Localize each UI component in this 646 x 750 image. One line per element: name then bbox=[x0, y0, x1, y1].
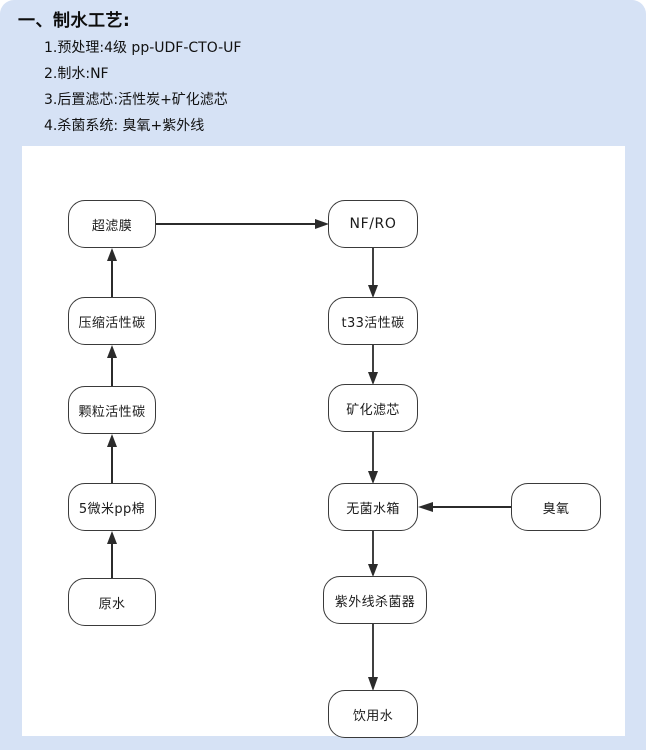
edge-uv-to-drinking bbox=[367, 624, 379, 691]
node-udf-label: 颗粒活性碳 bbox=[78, 404, 146, 420]
spec-item-2: 2.制水:NF bbox=[44, 66, 109, 82]
node-ozone[interactable]: 臭氧 bbox=[511, 483, 601, 531]
header-block: 一、制水工艺: 1.预处理:4级 pp-UDF-CTO-UF 2.制水:NF 3… bbox=[0, 0, 646, 142]
node-ozone-label: 臭氧 bbox=[542, 501, 570, 517]
edge-t33-to-mineral bbox=[367, 345, 379, 385]
edge-ozone-to-tank bbox=[418, 501, 511, 513]
node-uv-sterilizer[interactable]: 紫外线杀菌器 bbox=[323, 576, 427, 624]
node-uf[interactable]: 超滤膜 bbox=[68, 200, 156, 248]
node-pp-filter-label: 5微米pp棉 bbox=[78, 501, 146, 517]
edge-mineral-to-tank bbox=[367, 432, 379, 484]
node-cto-label: 压缩活性碳 bbox=[78, 315, 146, 331]
edge-udf-to-cto bbox=[106, 345, 118, 387]
node-t33-carbon-label: t33活性碳 bbox=[341, 315, 405, 331]
node-drinking-water[interactable]: 饮用水 bbox=[328, 690, 418, 738]
node-pp-filter[interactable]: 5微米pp棉 bbox=[68, 483, 156, 531]
node-mineralization-filter-label: 矿化滤芯 bbox=[346, 402, 400, 418]
edge-tank-to-uv bbox=[367, 531, 379, 577]
spec-item-1: 1.预处理:4级 pp-UDF-CTO-UF bbox=[44, 40, 242, 56]
node-uf-label: 超滤膜 bbox=[91, 218, 133, 234]
node-sterile-tank[interactable]: 无菌水箱 bbox=[328, 483, 418, 531]
node-cto[interactable]: 压缩活性碳 bbox=[68, 297, 156, 345]
node-sterile-tank-label: 无菌水箱 bbox=[346, 501, 400, 517]
node-uv-sterilizer-label: 紫外线杀菌器 bbox=[334, 594, 416, 610]
edge-pp-to-udf bbox=[106, 434, 118, 484]
node-drinking-water-label: 饮用水 bbox=[352, 708, 394, 724]
node-raw-water-label: 原水 bbox=[98, 596, 126, 612]
page-title: 一、制水工艺: bbox=[18, 11, 131, 31]
node-nf-ro-label: NF/RO bbox=[349, 216, 397, 232]
edge-nfro-to-t33 bbox=[367, 248, 379, 298]
edge-raw-to-pp bbox=[106, 531, 118, 579]
node-udf[interactable]: 颗粒活性碳 bbox=[68, 386, 156, 434]
node-nf-ro[interactable]: NF/RO bbox=[328, 200, 418, 248]
spec-item-4: 4.杀菌系统: 臭氧+紫外线 bbox=[44, 118, 205, 134]
edge-uf-to-nfro bbox=[156, 218, 329, 230]
spec-item-3: 3.后置滤芯:活性炭+矿化滤芯 bbox=[44, 92, 228, 108]
node-mineralization-filter[interactable]: 矿化滤芯 bbox=[328, 384, 418, 432]
node-t33-carbon[interactable]: t33活性碳 bbox=[328, 297, 418, 345]
spec-list: 1.预处理:4级 pp-UDF-CTO-UF 2.制水:NF 3.后置滤芯:活性… bbox=[0, 38, 646, 137]
flowchart-canvas: 超滤膜 压缩活性碳 颗粒活性碳 5微米pp棉 原水 NF/RO t33活性碳 矿… bbox=[22, 146, 625, 738]
edge-cto-to-uf bbox=[106, 248, 118, 298]
node-raw-water[interactable]: 原水 bbox=[68, 578, 156, 626]
